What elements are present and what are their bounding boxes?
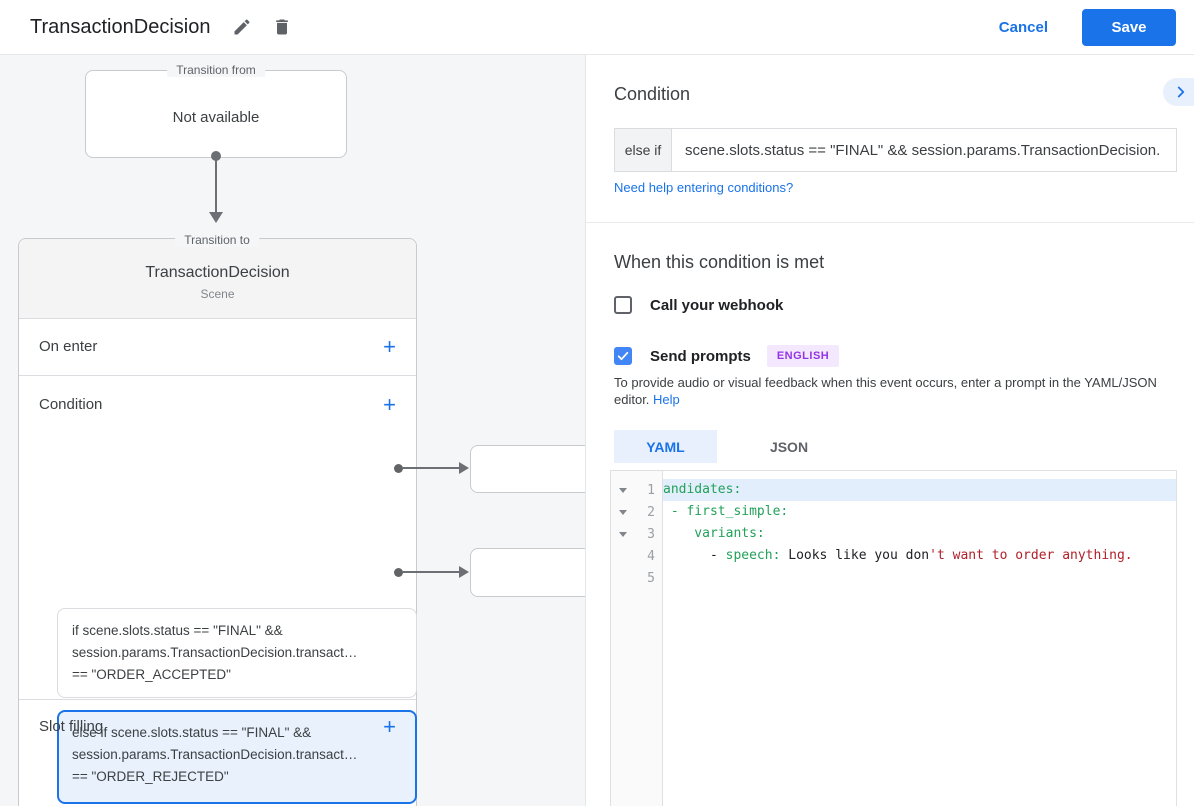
condition-card-order-rejected-selected[interactable]: else if scene.slots.status == "FINAL" &&… <box>57 710 417 804</box>
checkmark-icon <box>617 351 629 361</box>
add-condition-icon[interactable]: + <box>383 392 396 417</box>
transition-to-box: TransactionDecision Scene On enter + Con… <box>18 238 417 806</box>
send-prompts-checkbox[interactable] <box>614 347 632 365</box>
flow-connector-dot <box>211 151 221 161</box>
scene-subtitle: Scene <box>200 287 235 301</box>
tab-yaml[interactable]: YAML <box>614 430 717 463</box>
condition1-connector-dot <box>394 464 403 473</box>
section-divider <box>19 699 416 700</box>
line-number: 4 <box>647 548 655 564</box>
condition-card-order-accepted[interactable]: if scene.slots.status == "FINAL" && sess… <box>57 608 417 698</box>
condition-expression-row: else if <box>614 128 1177 172</box>
scene-title: TransactionDecision <box>145 264 290 281</box>
language-badge: ENGLISH <box>766 345 840 367</box>
transition-from-value: Not available <box>172 109 260 126</box>
add-on-enter-icon[interactable]: + <box>383 334 396 359</box>
top-bar: TransactionDecision Cancel Save <box>0 0 1194 55</box>
code-lines[interactable]: andidates: - first_simple: variants: - s… <box>663 471 1176 806</box>
editor-gutter: 1 2 3 4 5 <box>611 471 663 806</box>
condition2-connector-dot <box>394 568 403 577</box>
line-number: 5 <box>647 570 655 586</box>
collapse-line-icon[interactable] <box>619 531 627 537</box>
editor-tabs: YAML JSON <box>614 430 834 463</box>
send-prompts-checkbox-row: Send prompts ENGLISH <box>614 345 840 367</box>
transition-target-box-2[interactable] <box>470 548 585 597</box>
condition-prefix-label: else if <box>614 128 672 172</box>
delete-icon[interactable] <box>270 15 294 39</box>
transition-to-legend: Transition to <box>175 233 259 247</box>
prompt-helper-text: To provide audio or visual feedback when… <box>614 375 1157 407</box>
help-link[interactable]: Help <box>653 392 680 407</box>
webhook-label: Call your webhook <box>650 296 784 314</box>
save-button[interactable]: Save <box>1082 8 1176 46</box>
condition1-connector-line <box>403 467 460 469</box>
transition-target-box-1[interactable] <box>470 445 585 493</box>
line-number: 1 <box>647 482 655 498</box>
webhook-checkbox-row: Call your webhook <box>614 296 783 314</box>
line-number: 2 <box>647 504 655 520</box>
line-number: 3 <box>647 526 655 542</box>
add-slot-icon[interactable]: + <box>383 714 396 739</box>
conditions-help-link[interactable]: Need help entering conditions? <box>614 180 794 195</box>
collapse-panel-button[interactable] <box>1163 78 1194 106</box>
flow-connector-line <box>215 158 217 213</box>
when-condition-heading: When this condition is met <box>614 252 825 272</box>
collapse-line-icon[interactable] <box>619 509 627 515</box>
flow-arrowhead-icon <box>209 212 223 223</box>
on-enter-label: On enter <box>39 338 98 355</box>
condition2-arrowhead-icon <box>459 566 469 578</box>
transition-from-legend: Transition from <box>167 63 265 77</box>
on-enter-section: On enter + <box>19 319 416 376</box>
webhook-checkbox[interactable] <box>614 296 632 314</box>
condition1-arrowhead-icon <box>459 462 469 474</box>
send-prompts-label: Send prompts <box>650 347 751 365</box>
condition2-connector-line <box>403 571 460 573</box>
condition-section-label: Condition <box>39 396 103 413</box>
collapse-line-icon[interactable] <box>619 487 627 493</box>
panel-divider <box>586 222 1194 223</box>
condition-detail-panel: Condition else if Need help entering con… <box>585 55 1194 806</box>
scene-header[interactable]: TransactionDecision Scene <box>19 239 416 319</box>
tab-json[interactable]: JSON <box>769 438 809 455</box>
transition-from-box[interactable]: Not available <box>85 70 347 158</box>
page-title: TransactionDecision <box>30 15 211 38</box>
cancel-button[interactable]: Cancel <box>998 18 1048 36</box>
edit-icon[interactable] <box>230 15 254 39</box>
chevron-right-icon <box>1177 86 1185 98</box>
code-editor[interactable]: 1 2 3 4 5 andidates: - first_simple: var… <box>610 470 1177 806</box>
scene-flow-canvas: Transition from Not available Transition… <box>0 55 585 806</box>
slot-filling-label: Slot filling <box>39 718 104 735</box>
condition-expression-input[interactable] <box>672 128 1177 172</box>
condition-heading: Condition <box>614 84 691 104</box>
